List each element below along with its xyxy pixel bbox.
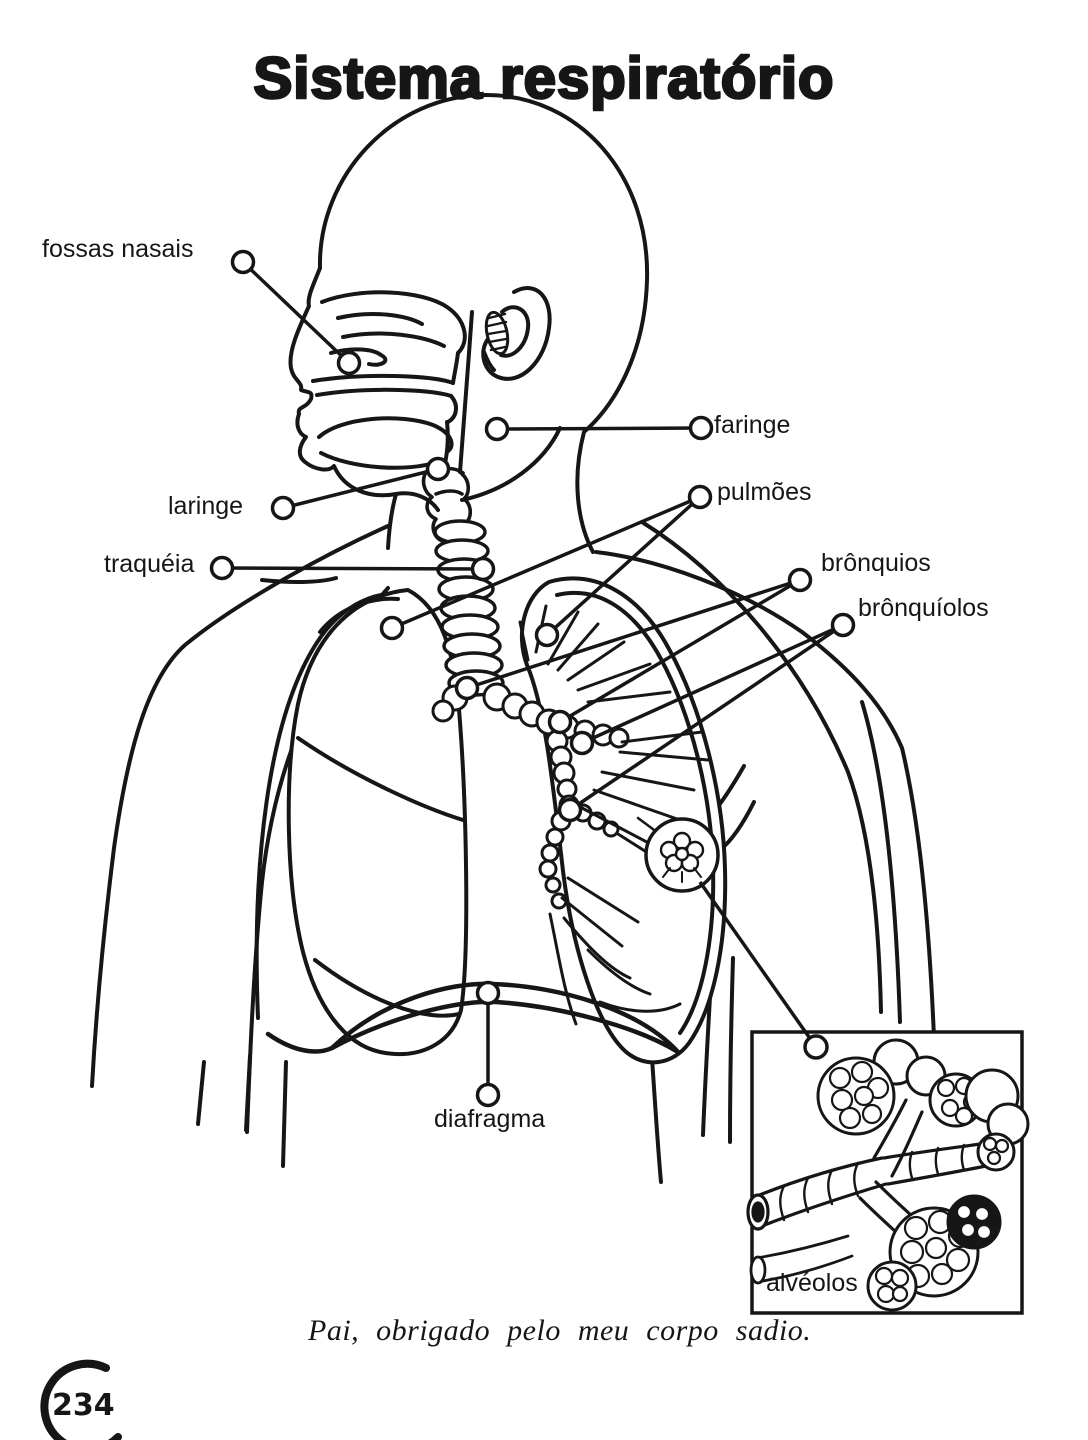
label-diafragma: diafragma	[434, 1105, 546, 1133]
leader-fossas-nasais	[230, 249, 362, 376]
leader-dot	[534, 622, 560, 648]
label-bronquiolos: brônquíolos	[858, 594, 989, 622]
jaw-line	[460, 426, 562, 502]
page-title: Sistema respiratório	[252, 45, 835, 113]
label-bronquios: brônquios	[821, 549, 931, 577]
leader-lines	[209, 249, 856, 1108]
leader-dot	[557, 797, 583, 823]
leader-bronquiolos	[557, 612, 856, 823]
ear-icon	[481, 286, 552, 381]
label-fossas-nasais: fossas nasais	[42, 235, 194, 263]
label-pulmoes: pulmões	[717, 478, 812, 506]
leader-dot	[830, 612, 856, 638]
alveoli-cluster-source	[644, 817, 720, 893]
leader-dot	[569, 730, 595, 756]
leader-dot	[475, 980, 501, 1006]
leader-dot	[484, 416, 510, 442]
tongue	[317, 416, 454, 454]
leader-dot	[803, 1034, 829, 1060]
body-outline	[90, 93, 936, 1184]
leader-alveolos	[698, 880, 829, 1060]
leader-traqueia	[209, 555, 496, 582]
page-number: 234	[52, 1388, 115, 1423]
leader-dot	[379, 615, 405, 641]
lungs	[286, 576, 728, 1065]
page-number-crescent	[40, 1359, 122, 1440]
leader-dot	[470, 556, 496, 582]
leader-dot	[475, 1082, 501, 1108]
alveoli-inset	[698, 880, 1030, 1315]
leader-dot	[547, 709, 573, 735]
leader-diafragma	[475, 980, 501, 1108]
label-laringe: laringe	[168, 492, 244, 520]
left-shoulder-arm	[90, 524, 390, 1088]
nasal-cavity	[320, 290, 467, 355]
pleura-line	[555, 590, 716, 1035]
label-faringe: faringe	[714, 411, 791, 439]
leader-laringe	[270, 456, 451, 521]
right-inner-arm	[860, 700, 902, 1024]
caption-text: Pai, obrigado pelo meu corpo sadio.	[308, 1314, 812, 1347]
leader-dot	[230, 249, 256, 275]
leader-dot	[688, 415, 714, 441]
left-lung	[286, 588, 469, 1057]
label-alveolos: alvéolos	[766, 1269, 858, 1297]
right-chest-sweep	[640, 520, 883, 1014]
leader-faringe	[484, 415, 714, 442]
leader-dot	[270, 495, 296, 521]
pharynx	[458, 310, 474, 474]
leader-bronquios	[454, 567, 813, 735]
label-traqueia: traquéia	[104, 550, 195, 578]
leader-dot	[425, 456, 451, 482]
leader-pulmoes	[379, 484, 713, 648]
leader-dot	[687, 484, 713, 510]
right-shoulder-arm	[594, 550, 936, 1040]
alveolar-sacs	[816, 1038, 1030, 1312]
bronchiole-ducts	[746, 1098, 988, 1285]
leader-dot	[787, 567, 813, 593]
leader-dot	[336, 350, 362, 376]
head-outline	[317, 93, 650, 554]
leader-dot	[209, 555, 235, 581]
face-profile	[288, 266, 440, 512]
leader-dot	[454, 675, 480, 701]
